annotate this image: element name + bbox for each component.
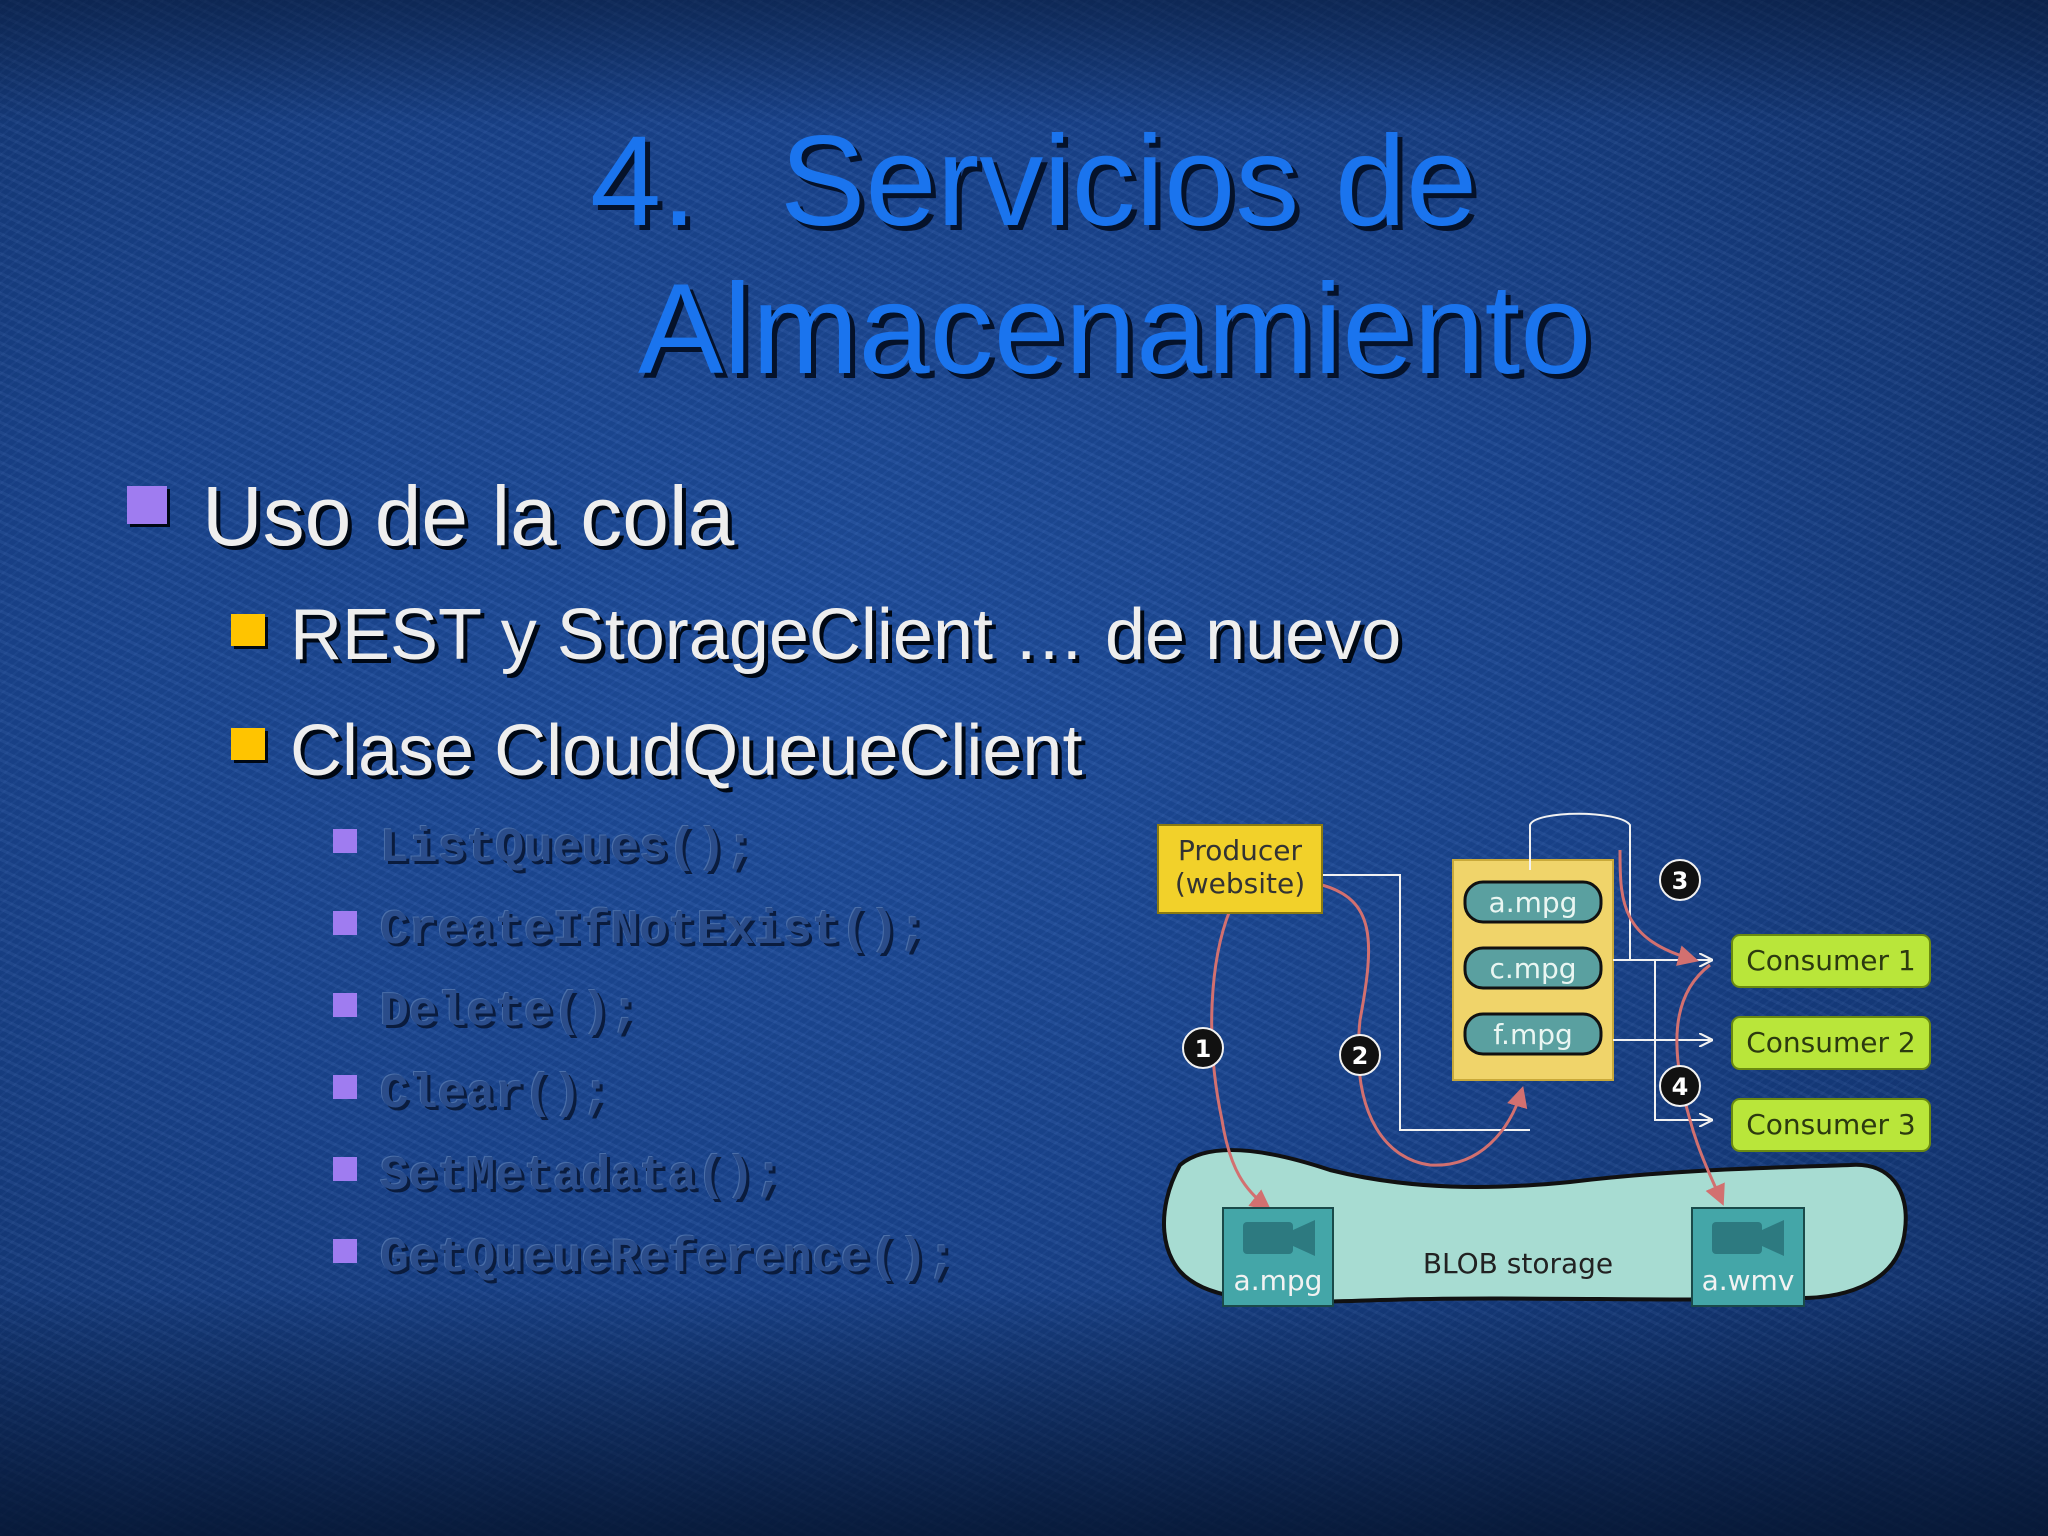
consumer-box — [1731, 1016, 1931, 1070]
bullet-square-icon — [127, 486, 167, 524]
bullet-square-icon — [231, 728, 265, 760]
step-badge — [1659, 1065, 1701, 1107]
title-line-2: Almacenamiento — [638, 258, 1592, 401]
queue-architecture-diagram: Producer (website) a.mpg c.mpg f.mpg Con… — [1157, 812, 1931, 1307]
blob-file-label: a.mpg — [1234, 1264, 1323, 1297]
step-badge — [1659, 859, 1701, 901]
step-2-arrow — [1321, 883, 1528, 1167]
bullet-square-icon — [333, 993, 357, 1017]
queue-item — [1463, 1012, 1603, 1056]
bullet-square-icon — [333, 1239, 357, 1263]
producer-label-line-2: (website) — [1175, 867, 1305, 900]
step-badge-label: 1 — [1195, 1035, 1212, 1063]
bullet-item-level-3: CreateIfNotExist(); — [380, 904, 928, 958]
consumer-box — [1731, 1098, 1931, 1152]
blob-storage-label: BLOB storage — [1423, 1247, 1613, 1280]
bullet-square-icon — [231, 614, 265, 646]
step-badge — [1339, 1034, 1381, 1076]
queue-to-consumer-3-line — [1654, 1040, 1710, 1120]
step-badge-label: 2 — [1352, 1042, 1369, 1070]
bullet-item-level-3: Clear(); — [380, 1068, 611, 1122]
bullet-square-icon — [333, 829, 357, 853]
step-1-arrow — [1210, 909, 1272, 1211]
step-3-arrow — [1618, 849, 1700, 966]
bullet-square-icon — [333, 1075, 357, 1099]
step-badge — [1182, 1027, 1224, 1069]
title-number: 4. — [590, 110, 697, 253]
bullet-item-level-3: GetQueueReference(); — [380, 1232, 957, 1286]
bullet-item-level-3: SetMetadata(); — [380, 1150, 784, 1204]
producer-box — [1157, 824, 1323, 914]
producer-to-queue-line — [1320, 874, 1530, 1131]
consumer-label: Consumer 1 — [1746, 944, 1916, 977]
consumer-box — [1731, 934, 1931, 988]
step-badge-label: 4 — [1672, 1073, 1689, 1101]
consumer-label: Consumer 3 — [1746, 1108, 1916, 1141]
consumer-label: Consumer 2 — [1746, 1026, 1916, 1059]
bullet-square-icon — [333, 911, 357, 935]
queue-item-label: a.mpg — [1489, 886, 1578, 919]
bullet-item-level-2: Clase CloudQueueClient — [290, 711, 1083, 791]
queue-top-to-consumers-line — [1529, 812, 1710, 960]
bullet-item-level-1: Uso de la cola — [202, 469, 735, 563]
queue-item-label: c.mpg — [1489, 952, 1576, 985]
bullet-item-level-3: ListQueues(); — [380, 822, 755, 876]
queue-item-label: f.mpg — [1493, 1018, 1573, 1051]
title-line-1: Servicios de — [780, 110, 1478, 253]
slide-title: 4. Servicios de Almacenamiento — [590, 108, 1690, 404]
producer-label-line-1: Producer — [1178, 834, 1303, 867]
queue-item — [1463, 946, 1603, 990]
bullet-item-level-2: REST y StorageClient … de nuevo — [290, 595, 1402, 675]
video-camera-icon — [1243, 1220, 1315, 1256]
queue-item — [1463, 880, 1603, 924]
blob-file-label: a.wmv — [1702, 1264, 1795, 1297]
bullet-square-icon — [333, 1157, 357, 1181]
video-camera-icon — [1712, 1220, 1784, 1256]
bullet-item-level-3: Delete(); — [380, 986, 640, 1040]
step-badge-label: 3 — [1672, 867, 1689, 895]
